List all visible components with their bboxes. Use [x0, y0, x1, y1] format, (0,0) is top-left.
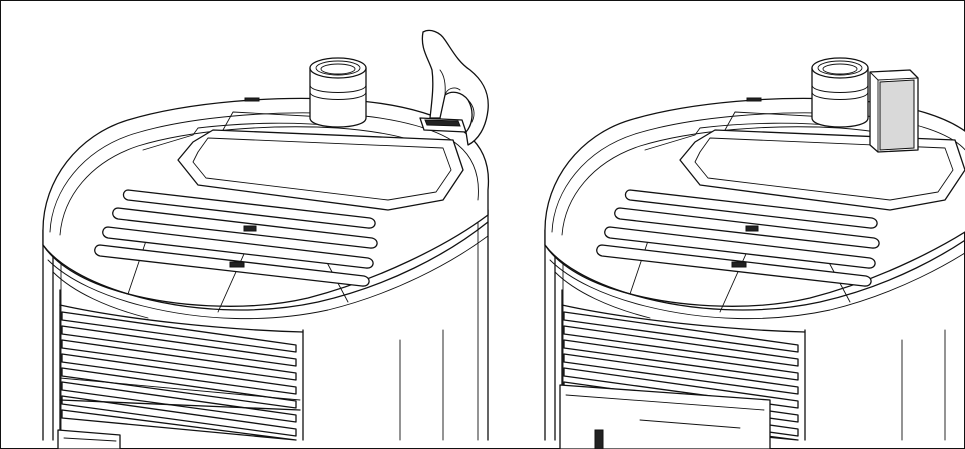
standing-cover-icon — [869, 69, 919, 153]
right-panel-door — [559, 384, 771, 449]
hand-icon — [419, 29, 489, 146]
left-panel-door — [57, 377, 301, 449]
